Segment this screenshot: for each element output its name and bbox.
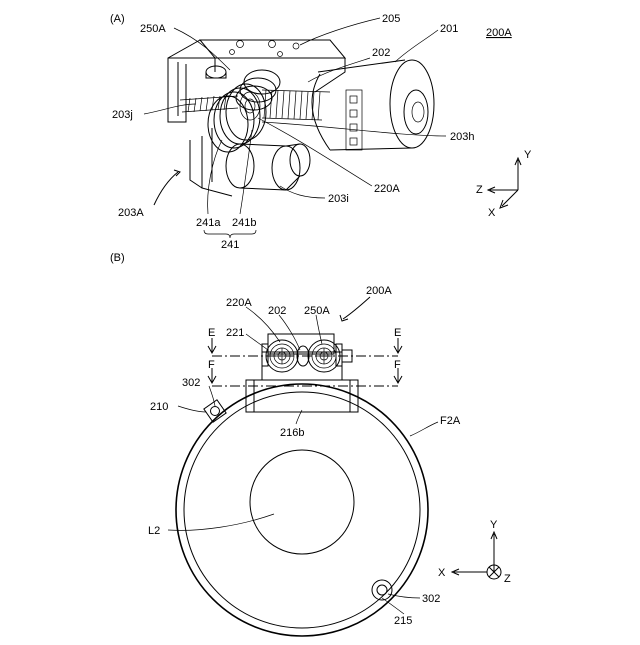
- axis-b-z: Z: [504, 573, 511, 585]
- leader-203a: [154, 172, 178, 205]
- leader-250a: [174, 28, 230, 70]
- axes-panel-b: Y X Z: [438, 519, 511, 585]
- bore-l2: [250, 450, 354, 554]
- brace-241: [204, 230, 256, 238]
- lead-screw-202: [262, 90, 330, 120]
- panel-a: (A) 200A: [110, 13, 532, 251]
- label-203a: 203A: [118, 207, 144, 219]
- label-302-bottom: 302: [422, 593, 440, 605]
- arrow-e-right: [394, 338, 402, 353]
- axis-b-x: X: [438, 567, 446, 579]
- leader-210: [178, 406, 206, 412]
- label-216b: 216b: [280, 427, 304, 439]
- label-e-right: E: [394, 327, 401, 339]
- leader-202-b: [279, 315, 300, 350]
- leader-220a: [258, 118, 372, 186]
- rollers-203i: [226, 144, 310, 190]
- label-202-b: 202: [268, 305, 286, 317]
- axis-b-y: Y: [490, 519, 498, 531]
- label-205: 205: [382, 13, 400, 25]
- label-203i: 203i: [328, 193, 349, 205]
- leader-250a-b: [316, 315, 322, 344]
- label-221: 221: [226, 327, 244, 339]
- leader-241a: [208, 140, 222, 214]
- label-241b: 241b: [232, 217, 256, 229]
- leader-221: [246, 334, 268, 350]
- label-l2: L2: [148, 525, 160, 537]
- label-210: 210: [150, 401, 168, 413]
- axes-panel-a: Y Z X: [476, 149, 532, 219]
- axis-a-x: X: [488, 207, 496, 219]
- arrow-e-left: [208, 338, 216, 353]
- label-201: 201: [440, 23, 458, 35]
- label-241a: 241a: [196, 217, 221, 229]
- label-220a: 220A: [374, 183, 400, 195]
- label-302-top: 302: [182, 377, 200, 389]
- panel-b: (B) 200A: [110, 252, 511, 636]
- leader-200a-b: [343, 297, 370, 319]
- axis-a-y: Y: [524, 149, 532, 161]
- label-203j: 203j: [112, 109, 133, 121]
- motor-201: [312, 60, 434, 150]
- label-f-left: F: [208, 359, 215, 371]
- label-250a: 250A: [140, 23, 166, 35]
- label-215: 215: [394, 615, 412, 627]
- panel-b-label: (B): [110, 252, 125, 264]
- leader-201: [395, 30, 438, 62]
- panel-a-label: (A): [110, 13, 125, 25]
- label-f-right: F: [394, 359, 401, 371]
- leader-f2a: [410, 422, 438, 436]
- leader-203i: [280, 186, 325, 198]
- figure-ref-200a: 200A: [486, 27, 512, 39]
- label-203h: 203h: [450, 131, 474, 143]
- label-e-left: E: [208, 327, 215, 339]
- axis-a-z: Z: [476, 184, 483, 196]
- label-241: 241: [221, 239, 239, 251]
- figure-ref-200a-b: 200A: [366, 285, 392, 297]
- label-220a-b: 220A: [226, 297, 252, 309]
- leader-215: [382, 598, 404, 614]
- leader-205: [300, 18, 380, 45]
- label-f2a: F2A: [440, 415, 461, 427]
- label-250a-b: 250A: [304, 305, 330, 317]
- label-202: 202: [372, 47, 390, 59]
